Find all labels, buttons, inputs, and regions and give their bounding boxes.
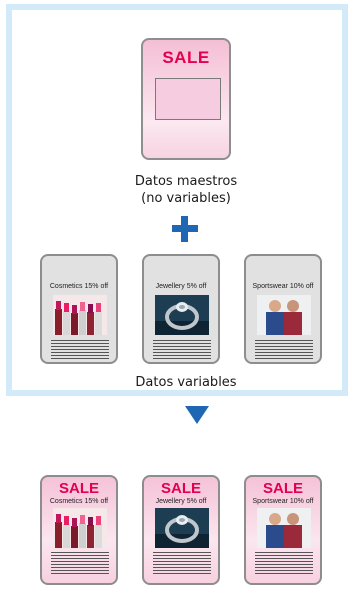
text-lines (153, 552, 211, 576)
text-lines (255, 552, 313, 576)
result-sale-text: SALE (58, 480, 99, 497)
lipstick-photo (53, 295, 107, 335)
result-sale-text: SALE (160, 480, 201, 497)
result-card-jewellery: SALE Jewellery 5% off (142, 475, 220, 585)
master-template-card: SALE (141, 38, 231, 160)
couple-photo (257, 295, 311, 335)
plus-icon (172, 216, 198, 242)
ring-photo (155, 295, 209, 335)
text-lines (51, 552, 109, 576)
variable-card-jewellery: Jewellery 5% off (142, 254, 220, 364)
down-arrow-icon (185, 406, 209, 424)
result-card-sportswear: SALE Sportswear 10% off (244, 475, 322, 585)
card-caption: Sportswear 10% off (252, 283, 314, 290)
master-label-line1: Datos maestros (134, 174, 238, 189)
result-sale-text: SALE (262, 480, 303, 497)
couple-photo (257, 508, 311, 548)
lipstick-photo (53, 508, 107, 548)
card-caption: Cosmetics 15% off (49, 283, 109, 290)
master-label-line2: (no variables) (141, 191, 231, 206)
variable-card-sportswear: Sportswear 10% off (244, 254, 322, 364)
master-placeholder-box (155, 78, 221, 120)
ring-photo (155, 508, 209, 548)
card-caption: Cosmetics 15% off (49, 498, 109, 505)
card-caption: Jewellery 5% off (155, 283, 207, 290)
variable-card-cosmetics: Cosmetics 15% off (40, 254, 118, 364)
variable-label: Datos variables (135, 375, 237, 390)
text-lines (51, 340, 109, 361)
card-caption: Sportswear 10% off (252, 498, 314, 505)
text-lines (153, 340, 211, 361)
result-card-cosmetics: SALE Cosmetics 15% off (40, 475, 118, 585)
text-lines (255, 340, 313, 361)
card-caption: Jewellery 5% off (155, 498, 207, 505)
master-sale-text: SALE (162, 48, 210, 67)
master-label: Datos maestros (no variables) (96, 173, 276, 207)
